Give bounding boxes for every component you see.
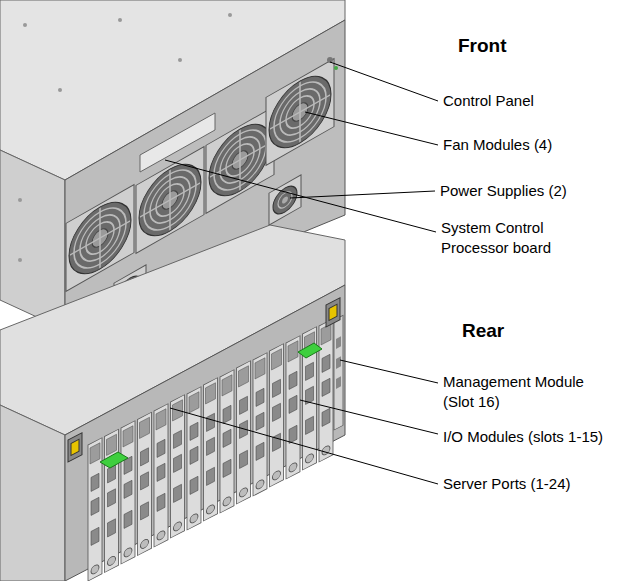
callout-label: Fan Modules (4) [443,135,623,155]
callout-label: I/O Modules (slots 1-15) [443,427,628,447]
section-heading: Front [458,36,578,56]
callout-label: Power Supplies (2) [440,181,625,201]
callout-label: Control Panel [443,91,623,111]
section-heading: Rear [462,321,582,341]
callout-label: Management Module (Slot 16) [443,372,613,412]
callout-label: System Control Processor board [441,218,581,258]
callout-label: Server Ports (1-24) [443,474,628,494]
